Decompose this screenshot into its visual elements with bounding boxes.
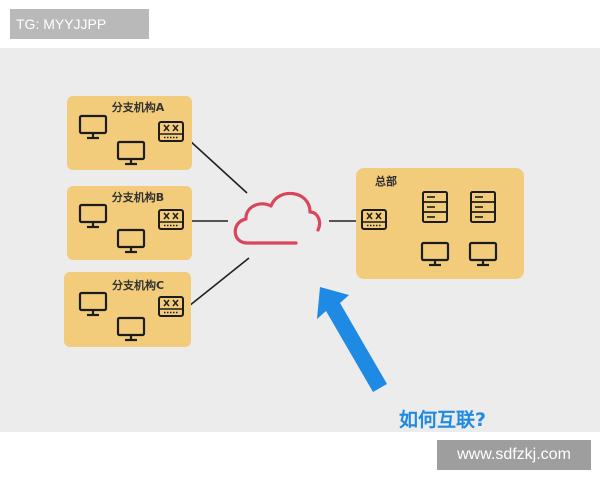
branch-label-a: 分支机构A bbox=[112, 100, 165, 114]
server-rack-icon bbox=[470, 191, 496, 223]
network-switch-icon bbox=[361, 209, 387, 230]
network-switch-icon bbox=[158, 209, 184, 230]
telegram-tag: TG: MYYJJPP bbox=[10, 9, 149, 39]
site-watermark: www.sdfzkj.com bbox=[437, 440, 591, 470]
link-branch-c bbox=[188, 257, 250, 307]
monitor-icon bbox=[116, 140, 146, 166]
hq-label: 总部 bbox=[375, 174, 397, 188]
arrow-up-left-icon bbox=[317, 287, 387, 392]
network-switch-icon bbox=[158, 296, 184, 317]
branch-label-c: 分支机构C bbox=[112, 278, 164, 292]
server-rack-icon bbox=[422, 191, 448, 223]
network-switch-icon bbox=[158, 121, 184, 142]
branch-box-a: 分支机构A bbox=[67, 96, 192, 170]
monitor-icon bbox=[116, 228, 146, 254]
link-branch-a bbox=[188, 139, 248, 194]
branch-box-c: 分支机构C bbox=[64, 272, 191, 347]
monitor-icon bbox=[78, 114, 108, 140]
monitor-icon bbox=[468, 241, 498, 267]
monitor-icon bbox=[420, 241, 450, 267]
branch-box-b: 分支机构B bbox=[67, 186, 192, 260]
question-text: 如何互联? bbox=[399, 408, 486, 431]
branch-label-b: 分支机构B bbox=[112, 190, 164, 204]
monitor-icon bbox=[78, 203, 108, 229]
monitor-icon bbox=[78, 291, 108, 317]
cloud-icon bbox=[233, 191, 322, 245]
hq-box: 总部 bbox=[356, 168, 524, 279]
monitor-icon bbox=[116, 316, 146, 342]
